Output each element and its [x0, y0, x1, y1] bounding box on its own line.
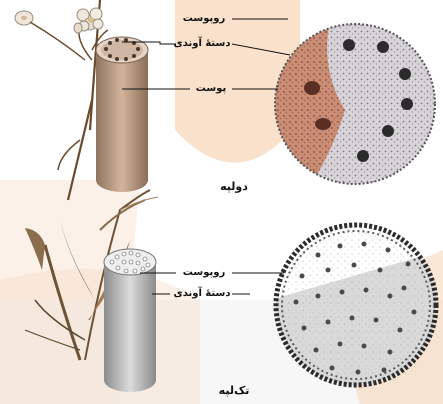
dicot-plant — [15, 0, 108, 200]
monocot-epidermis-label: روپوست — [176, 267, 232, 279]
dicot-vascular-bundle-label: دستهٔ آوندی — [170, 38, 234, 50]
flower-bud-icon — [15, 11, 85, 60]
monocot-vascular-bundle-label: دستهٔ آوندی — [170, 288, 234, 300]
dicot-cylinder — [96, 37, 148, 192]
monocot-caption: تک‌لپه — [210, 384, 258, 397]
dicot-caption: دولپه — [210, 180, 258, 193]
dicot-cortex-label: پوست — [190, 83, 232, 95]
monocot-cylinder — [104, 249, 156, 392]
dicot-epidermis-label: روپوست — [176, 13, 232, 25]
dicot-cross-section — [275, 20, 435, 200]
